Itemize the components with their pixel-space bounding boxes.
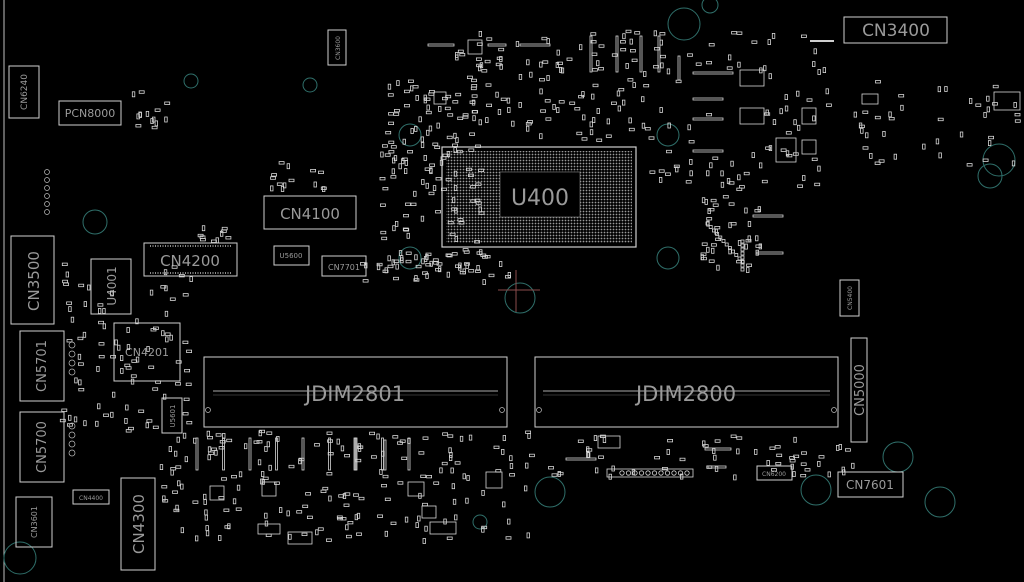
pcn8000-label: PCN8000 (65, 107, 116, 120)
cn7701-label: CN7701 (328, 263, 360, 272)
via-rings (3, 0, 1016, 575)
cn4100-label: CN4100 (280, 205, 340, 223)
jdim2800-label: JDIM2800 (634, 382, 736, 406)
cn5000-label: CN5000 (853, 364, 868, 416)
component-cn7701[interactable]: CN7701 (321, 255, 367, 277)
cn3601-label: CN3601 (30, 506, 39, 538)
component-cn4201[interactable]: CN4201 (113, 322, 181, 382)
component-cn5700[interactable]: CN5700 (19, 411, 65, 483)
origin-crosshair (498, 270, 540, 312)
component-u4001[interactable]: U4001 (90, 258, 132, 315)
component-cn3600[interactable]: CN3600 (327, 29, 347, 66)
component-cn3400[interactable]: CN3400 (843, 16, 948, 44)
jdim2801-label: JDIM2801 (303, 382, 405, 406)
component-cn7601[interactable]: CN7601 (837, 471, 904, 498)
component-jdim2801[interactable]: JDIM2801 (203, 356, 508, 428)
cn4200-label: CN4200 (160, 252, 220, 270)
component-cn6200[interactable]: CN6200 (756, 465, 793, 481)
component-cn6240[interactable]: CN6240 (8, 65, 40, 119)
component-u5600[interactable]: U5600 (273, 245, 310, 266)
component-cn3601[interactable]: CN3601 (15, 496, 53, 548)
cn5400-label: CN5400 (847, 286, 854, 310)
cn4300-label: CN4300 (130, 494, 148, 554)
cn6240-label: CN6240 (20, 74, 30, 110)
component-jdim2800[interactable]: JDIM2800 (534, 356, 839, 428)
cn7601-label: CN7601 (846, 478, 894, 492)
u400-label: U400 (511, 186, 569, 211)
cn3500-label: CN3500 (25, 251, 43, 311)
u4001-label: U4001 (105, 266, 119, 305)
component-cn3500[interactable]: CN3500 (10, 235, 55, 325)
cn4201-label: CN4201 (125, 346, 169, 359)
cn6200-label: CN6200 (762, 471, 786, 478)
u5601-label: U5601 (169, 405, 177, 428)
cn5701-label: CN5701 (35, 340, 50, 392)
component-cn4400[interactable]: CN4400 (72, 489, 110, 505)
passive-footprints (44, 29, 1021, 545)
component-cn5400[interactable]: CN5400 (839, 279, 860, 317)
component-cn4300[interactable]: CN4300 (120, 477, 156, 571)
component-u400[interactable]: U400 (441, 146, 637, 248)
component-cn4100[interactable]: CN4100 (263, 195, 357, 230)
cn4400-label: CN4400 (79, 495, 103, 502)
component-cn5701[interactable]: CN5701 (19, 330, 65, 402)
cn3400-label: CN3400 (862, 21, 930, 41)
component-pcn8000[interactable]: PCN8000 (58, 100, 122, 126)
u5600-label: U5600 (280, 252, 303, 260)
component-u5601[interactable]: U5601 (161, 397, 183, 434)
cn3600-label: CN3600 (335, 36, 342, 60)
cn5700-label: CN5700 (35, 421, 50, 473)
component-cn5000[interactable]: CN5000 (850, 337, 868, 443)
